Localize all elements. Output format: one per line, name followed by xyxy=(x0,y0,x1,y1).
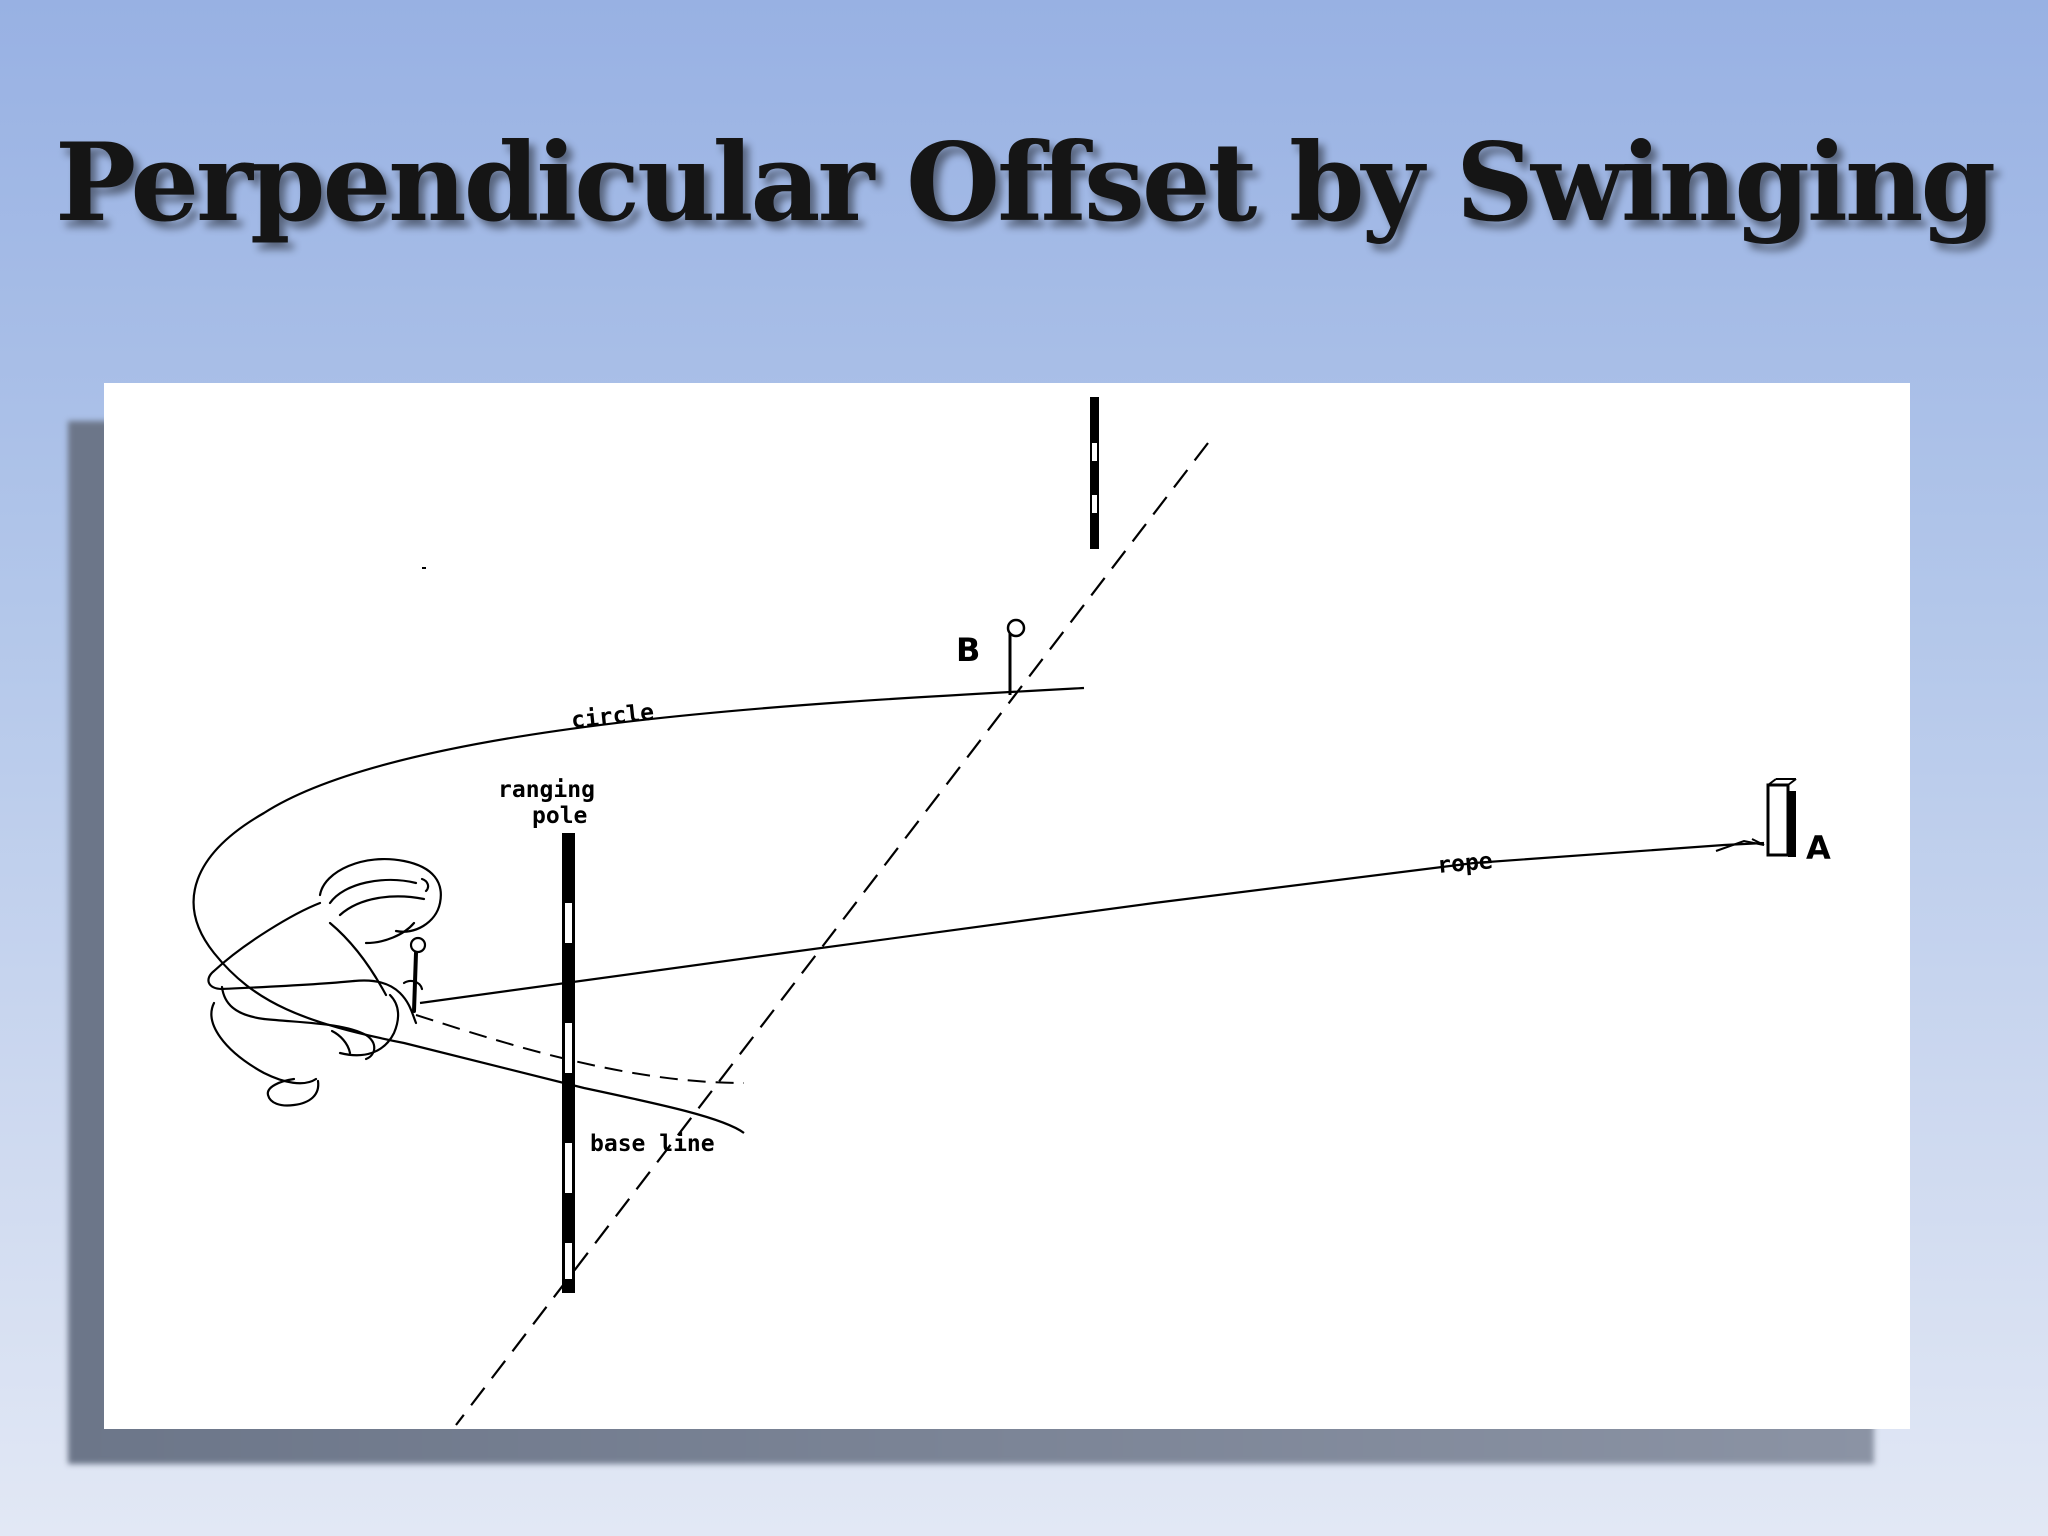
near-pole-stripe xyxy=(565,1243,572,1279)
circle-label: circle xyxy=(570,699,655,734)
near-pole-stripe xyxy=(565,903,572,943)
rope-label: rope xyxy=(1436,848,1493,879)
point-b-label: B xyxy=(956,631,980,669)
swing-arc-dashed xyxy=(415,1014,745,1084)
peg-b xyxy=(1006,618,1026,695)
swing-circle-arc xyxy=(192,686,1085,1134)
point-a-label: A xyxy=(1806,829,1831,867)
base-line-label: base line xyxy=(590,1131,715,1157)
peg-a xyxy=(1766,778,1797,857)
far-pole-stripe xyxy=(1092,495,1097,513)
far-ranging-pole xyxy=(1090,397,1099,549)
near-pole-stripe xyxy=(565,1023,572,1073)
far-pole-stripe xyxy=(1092,443,1097,461)
diagram-panel: circle ranging pole rope base line A B xyxy=(104,383,1910,1429)
slide-title: Perpendicular Offset by Swinging xyxy=(55,120,1996,246)
surveyor-figure xyxy=(207,857,442,1107)
rope-line xyxy=(419,841,1765,1005)
near-pole-stripe xyxy=(565,1143,572,1193)
base-line xyxy=(455,442,1209,1426)
ranging-pole-label-line1: ranging xyxy=(498,777,595,803)
perpendicular-offset-diagram: circle ranging pole rope base line A B xyxy=(192,397,1831,1426)
rope-end-scribble xyxy=(1715,838,1765,852)
ranging-pole-label-line2: pole xyxy=(532,803,587,829)
